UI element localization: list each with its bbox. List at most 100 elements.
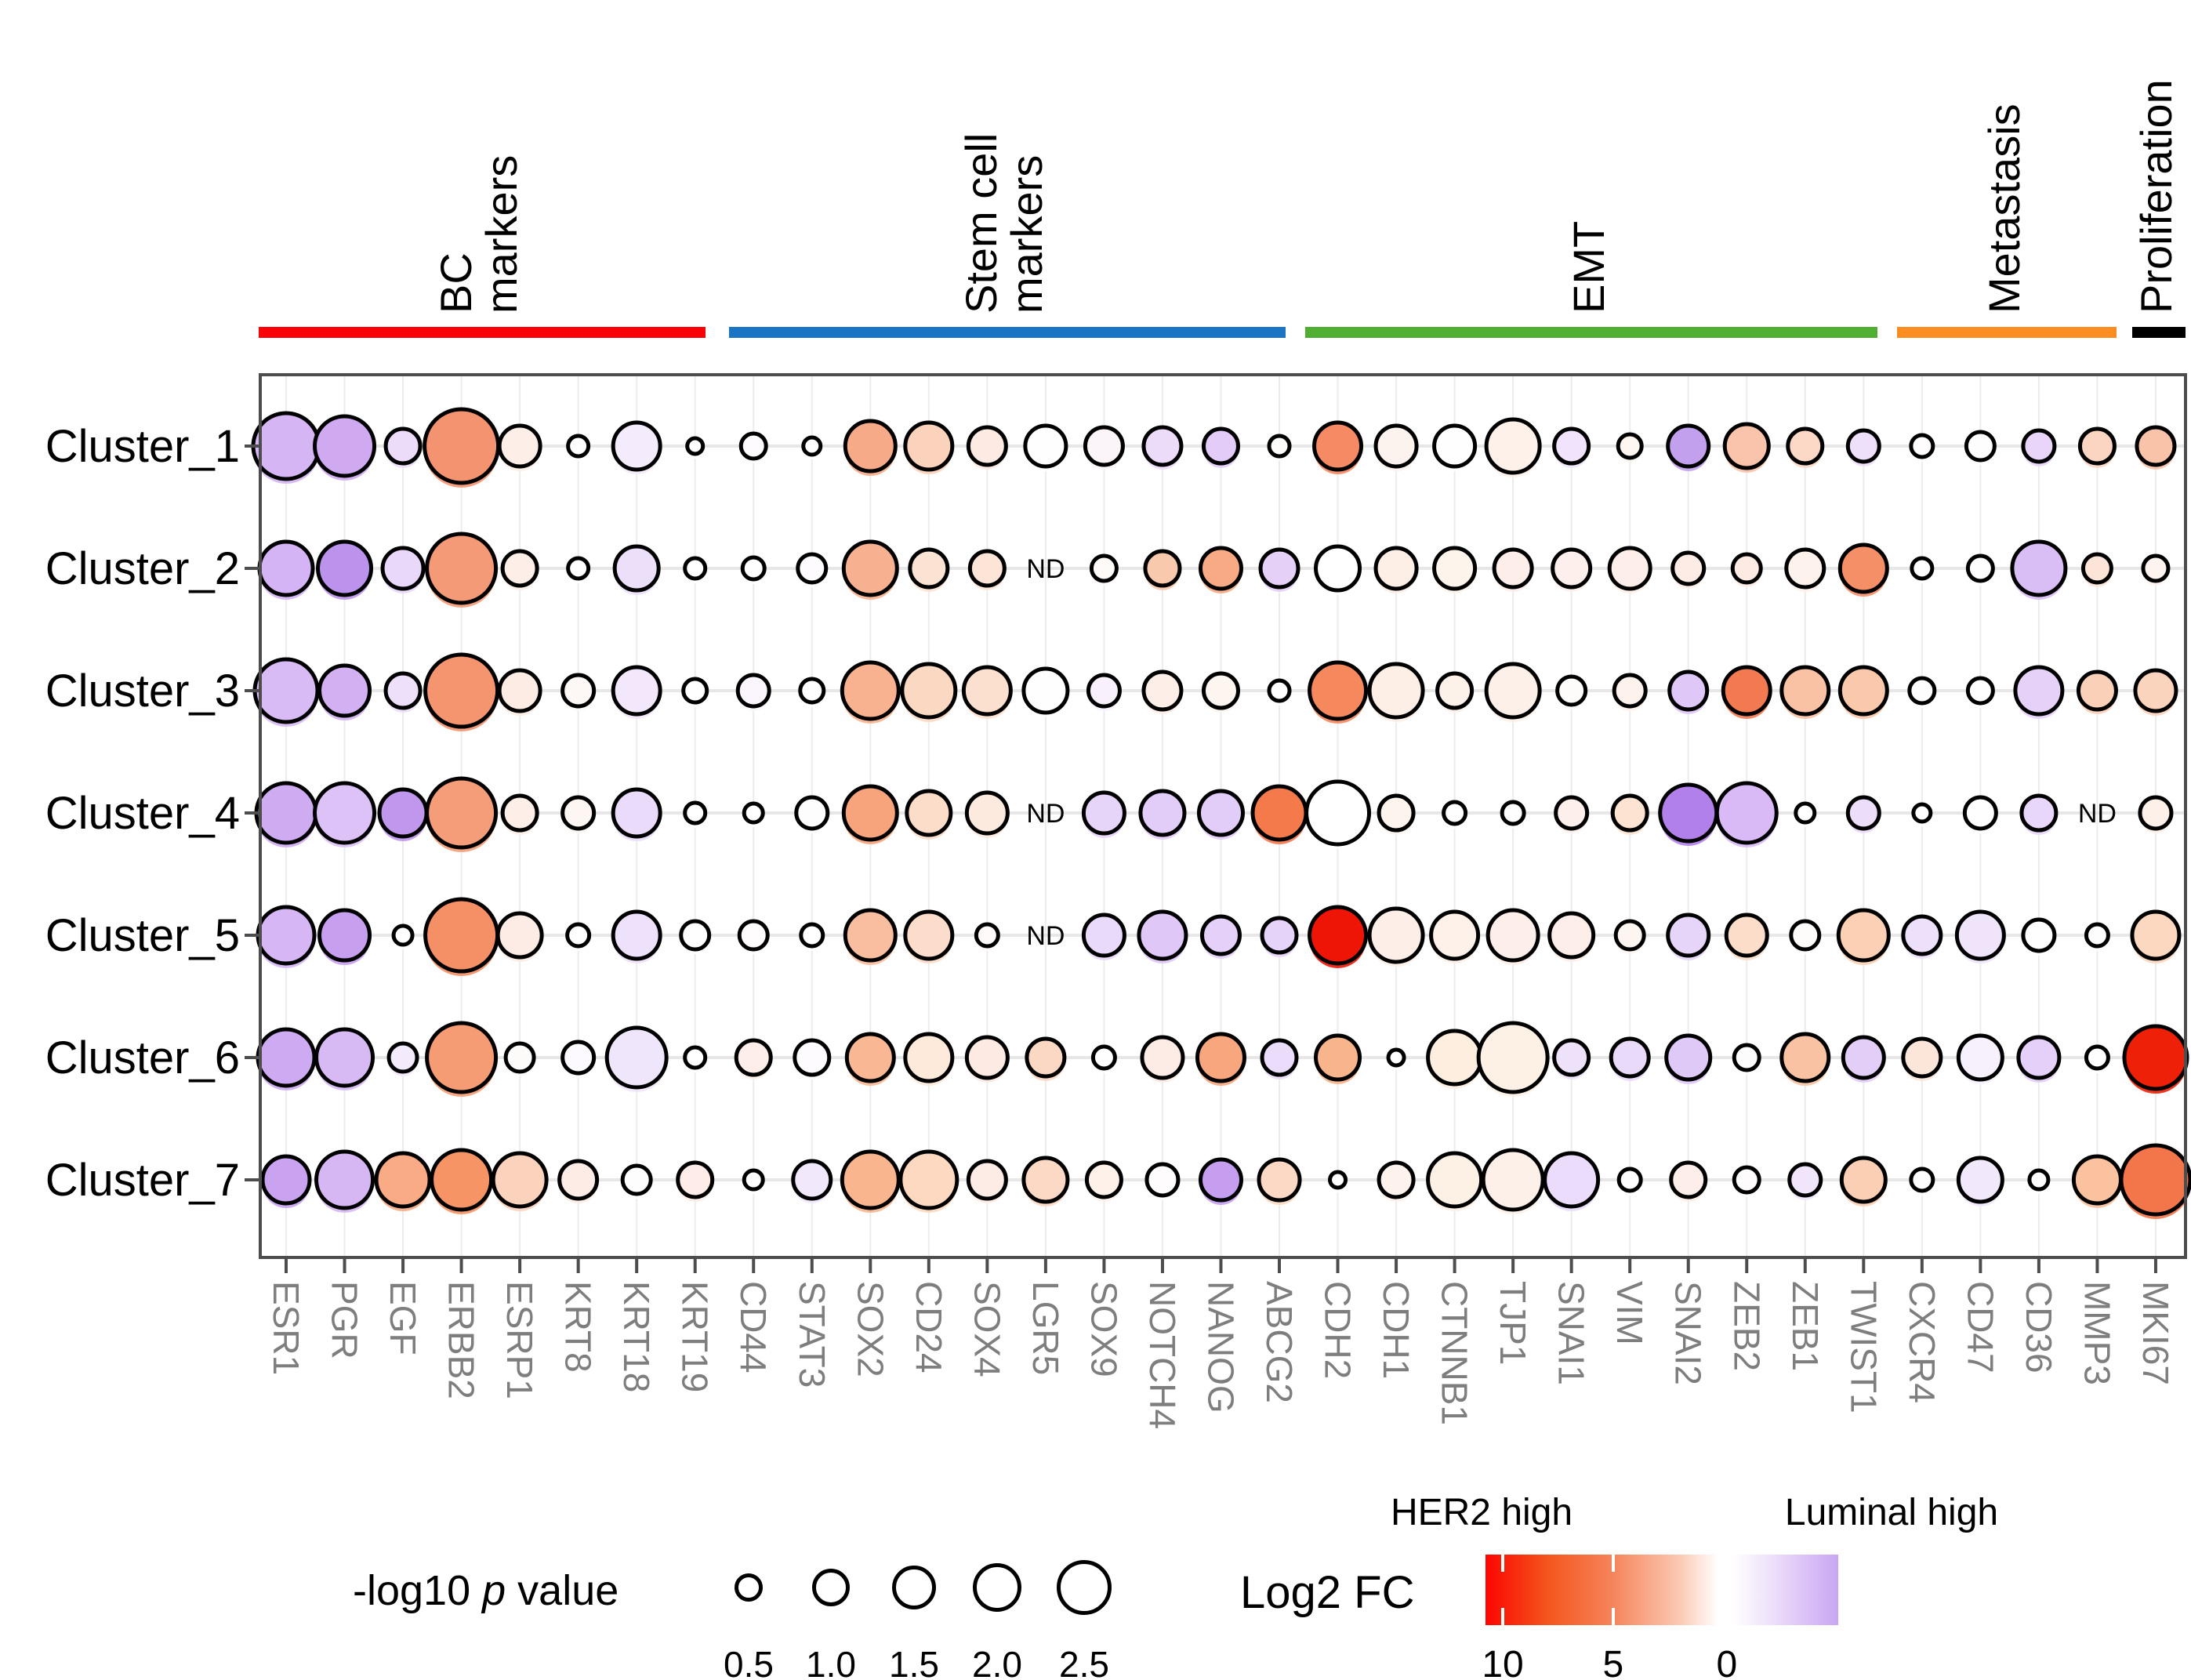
dot <box>1786 426 1825 466</box>
dot <box>1089 553 1119 583</box>
x-axis-label: TJP1 <box>1493 1281 1533 1365</box>
dot <box>794 795 830 831</box>
category-bar <box>1305 327 1877 338</box>
x-axis-label: MKI67 <box>2135 1281 2176 1385</box>
y-axis-label: Cluster_1 <box>45 421 240 472</box>
dot <box>316 539 374 597</box>
dot <box>560 1040 597 1076</box>
x-axis-label: MMP3 <box>2077 1281 2117 1385</box>
dot <box>1845 795 1881 831</box>
dot <box>1901 1036 1943 1079</box>
y-axis-label: Cluster_3 <box>45 666 240 717</box>
dot <box>898 1149 959 1210</box>
dot <box>1666 913 1711 958</box>
dot <box>801 435 823 457</box>
size-legend-value: 0.5 <box>724 1644 774 1680</box>
dot <box>1845 428 1881 464</box>
dot <box>1784 547 1826 590</box>
dot <box>903 909 955 961</box>
dot <box>2119 1143 2191 1217</box>
x-axis-label: TWIST1 <box>1843 1281 1884 1413</box>
gradient-tick-mark <box>1725 1555 1728 1572</box>
dot <box>737 919 770 952</box>
x-axis-label: ABCG2 <box>1259 1281 1300 1403</box>
dot <box>2135 425 2177 467</box>
x-axis-label: PGR <box>325 1281 365 1359</box>
dot <box>260 1154 312 1206</box>
dot <box>1081 790 1126 836</box>
dot <box>317 663 372 718</box>
dot <box>374 1151 432 1209</box>
dot <box>1143 549 1182 588</box>
dot <box>900 662 958 720</box>
dot <box>1714 781 1779 845</box>
dot <box>1901 914 1943 956</box>
dot <box>1670 550 1707 586</box>
dot <box>1196 789 1245 837</box>
dot <box>1909 1167 1935 1193</box>
dot <box>257 539 315 597</box>
dot <box>1552 1038 1591 1077</box>
dot <box>1616 1167 1643 1193</box>
dot <box>377 787 429 839</box>
dot <box>1554 795 1590 831</box>
dot <box>1779 665 1831 717</box>
size-legend-title-suffix: value <box>506 1567 619 1614</box>
dot <box>1616 432 1644 460</box>
x-axis-label: CDH1 <box>1376 1281 1417 1379</box>
category-label: BCmarkers <box>431 155 526 314</box>
gradient-tick-mark <box>1611 1555 1615 1572</box>
category-label: EMT <box>1564 221 1613 314</box>
dot <box>1500 800 1526 826</box>
dot <box>2122 1024 2189 1091</box>
size-legend-title-p: p <box>482 1567 506 1614</box>
dot <box>1779 1032 1831 1083</box>
gradient-tick-label: 0 <box>1716 1644 1738 1680</box>
dot <box>679 919 712 952</box>
dot <box>503 1041 536 1074</box>
dot <box>1732 1043 1761 1072</box>
dot <box>964 790 1010 836</box>
dot <box>1141 425 1184 467</box>
dot <box>1841 1035 1886 1080</box>
dot <box>1658 782 1719 844</box>
dot <box>1476 1021 1550 1094</box>
dot <box>1314 544 1362 593</box>
dot <box>735 673 771 709</box>
dot <box>497 423 542 469</box>
gradient-tick-mark <box>1611 1608 1615 1625</box>
dot <box>2084 1044 2110 1071</box>
dot <box>798 677 826 705</box>
dot <box>500 549 539 588</box>
x-axis-label: KRT18 <box>616 1281 657 1392</box>
dot <box>1199 914 1242 956</box>
dot <box>313 414 377 478</box>
gradient-tick-mark <box>1725 1608 1728 1625</box>
dot <box>1552 426 1591 466</box>
dot <box>1613 919 1646 952</box>
dot <box>966 1159 1008 1201</box>
dot <box>1481 1148 1545 1212</box>
dot <box>1201 671 1240 710</box>
dot <box>683 1045 708 1070</box>
dot <box>1140 1035 1185 1080</box>
dot <box>1954 909 2006 961</box>
dot <box>742 801 765 825</box>
category-bar <box>259 327 706 338</box>
dot <box>1373 423 1419 469</box>
dot <box>423 652 500 729</box>
dot <box>1837 542 1889 594</box>
x-axis-label: CTNNB1 <box>1435 1281 1475 1425</box>
dot <box>1667 669 1710 712</box>
dot <box>251 411 321 481</box>
x-axis-label: CD44 <box>733 1281 774 1373</box>
dot <box>793 1038 832 1077</box>
dot <box>1023 423 1068 469</box>
dot <box>1260 916 1299 955</box>
dot <box>1722 422 1771 470</box>
dot <box>1609 1036 1651 1079</box>
dot <box>1610 793 1649 833</box>
luminal-high-label: Luminal high <box>1784 1492 1999 1533</box>
dot <box>495 911 544 960</box>
